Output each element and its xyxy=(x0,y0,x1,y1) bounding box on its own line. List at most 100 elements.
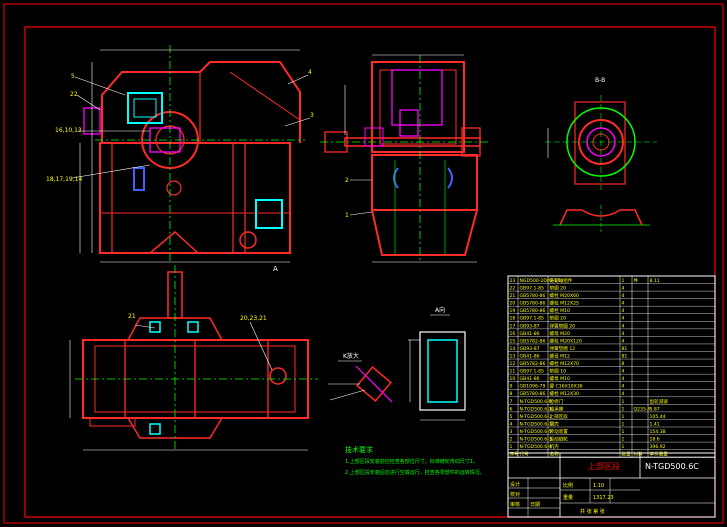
table-cell: GB41-86 xyxy=(520,353,540,359)
table-cell: 螺栓 M20X60 xyxy=(550,292,580,299)
table-cell: 检修门 xyxy=(550,398,564,405)
table-cell: 8.11 xyxy=(650,278,660,284)
table-cell: 4 xyxy=(622,384,625,390)
detail-a-title: A向 xyxy=(435,306,445,314)
table-cell: 396.92 xyxy=(650,444,666,450)
front-housing xyxy=(101,61,301,143)
table-header-cell: 名称 xyxy=(550,451,560,458)
table-cell: 23 xyxy=(510,278,516,284)
table-cell: 13 xyxy=(510,353,516,359)
title-label-sheet: 共 张 第 张 xyxy=(580,508,605,515)
table-cell: 链轮轴组件 xyxy=(550,277,573,284)
table-cell: 16 xyxy=(510,331,516,337)
table-cell: GB5782-86 xyxy=(520,361,546,367)
title-part-name: 上部区段 xyxy=(588,461,620,471)
table-cell: GB5782-86 xyxy=(520,338,546,344)
arrow-a-label: A xyxy=(273,265,278,273)
table-cell: 4 xyxy=(622,331,625,337)
table-cell: 4 xyxy=(622,316,625,322)
callout-18-17-19-14: 18,17,19,14 xyxy=(46,176,82,183)
table-cell: 机壳 xyxy=(550,443,560,450)
table-cell: 4 xyxy=(622,369,625,375)
detail-a-outer xyxy=(419,331,466,411)
table-cell: 5.87 xyxy=(650,406,660,412)
table-cell: 12 xyxy=(510,361,516,367)
table-cell: 螺母 M10 xyxy=(550,375,571,382)
inner-frame xyxy=(24,26,716,518)
table-cell: 5 xyxy=(510,414,513,420)
table-cell: 8 xyxy=(622,361,625,367)
table-cell: N-TGD500.6-1 xyxy=(520,414,552,420)
table-cell: 键 C16X10X36 xyxy=(550,383,583,390)
table-cell: 105.44 xyxy=(650,414,666,420)
table-cell: 4 xyxy=(622,376,625,382)
title-label-design: 设计 xyxy=(510,481,520,488)
callout-5: 5 xyxy=(71,73,75,80)
table-cell: 1 xyxy=(622,437,625,443)
title-label-date: 日期 xyxy=(530,502,540,508)
table-cell: 4 xyxy=(510,421,513,427)
side-lower-box xyxy=(371,154,478,211)
table-cell: GB93-87 xyxy=(520,323,540,329)
technical-notes: 技术要求 1.上部区段安装前应检查各部位尺寸，标准链轮传动尺寸1。 2.上部区段… xyxy=(345,445,485,476)
table-header-cell: 单件重量 xyxy=(650,451,669,458)
callout-21: 21 xyxy=(128,313,136,320)
detail-a-view: A向 xyxy=(408,306,466,421)
table-cell: GB97.1-85 xyxy=(520,369,545,375)
section-bb-title: B-B xyxy=(595,77,605,84)
table-cell: 螺母 M12 xyxy=(550,352,571,359)
table-cell: 14 xyxy=(510,346,516,352)
table-cell: 4 xyxy=(622,323,625,329)
table-cell: 螺栓 M20X120 xyxy=(550,337,582,344)
table-cell: 件 xyxy=(634,277,639,284)
title-weight: 1317.23 xyxy=(593,495,614,501)
table-cell: 1 xyxy=(622,414,625,420)
table-cell: 154.38 xyxy=(650,429,666,435)
table-cell: GB41-86 xyxy=(520,331,540,337)
table-cell: 21 xyxy=(510,293,516,299)
detail-k-title: K放大 xyxy=(343,352,359,360)
table-header-cell: 数量 xyxy=(622,451,632,458)
table-cell: 垫圈 20 xyxy=(550,315,567,322)
table-cell: 螺母 M20 xyxy=(550,330,571,337)
front-motor xyxy=(127,92,163,124)
table-cell: 2 xyxy=(510,437,513,443)
table-header-cell: 序号 xyxy=(510,451,520,458)
table-cell: 弹簧垫圈 12 xyxy=(550,345,576,352)
title-drawing-no: N-TGD500.6C xyxy=(645,462,699,471)
table-cell: 17 xyxy=(510,323,516,329)
title-label-approve: 审核 xyxy=(510,501,520,508)
detail-k-view: K放大 xyxy=(328,352,393,403)
callout-3: 3 xyxy=(310,112,314,119)
front-view: 5 22 16,10,13 18,17,19,14 4 3 A xyxy=(46,45,314,273)
notes-line-2: 2.上部区段安装后应进行空载运行，检查各零部件的运转情况。 xyxy=(345,469,485,476)
table-cell: 罩壳 xyxy=(550,420,560,427)
table-cell: 1 xyxy=(622,429,625,435)
callout-22: 22 xyxy=(70,91,78,98)
table-cell: 弹簧垫圈 20 xyxy=(550,322,576,329)
side-upper-box xyxy=(371,61,465,153)
table-cell: N-TGD500.6-4 xyxy=(520,444,552,450)
table-cell: 18.6 xyxy=(650,437,660,443)
table-cell: 1.41 xyxy=(650,421,660,427)
table-cell: 1 xyxy=(510,444,513,450)
table-cell: 19 xyxy=(510,308,516,314)
table-cell: GB97.1-85 xyxy=(520,286,545,292)
table-cell: 1 xyxy=(622,399,625,405)
table-cell: N-TGD500.6-5 xyxy=(520,429,552,435)
table-cell: 4 xyxy=(622,293,625,299)
table-cell: N-TGD500.6-2 xyxy=(520,406,552,412)
table-cell: GB5780-86 xyxy=(520,308,546,314)
table-cell: 螺栓 M12X70 xyxy=(550,360,580,367)
table-cell: 1 xyxy=(622,406,625,412)
table-cell: 81 xyxy=(622,346,628,352)
front-body xyxy=(99,142,291,254)
table-cell: 9 xyxy=(510,384,513,390)
table-cell: 18 xyxy=(510,316,516,322)
title-label-scale: 比例 xyxy=(563,482,573,489)
table-cell: Q235-A xyxy=(634,406,652,412)
table-cell: 8 xyxy=(510,391,513,397)
table-cell: GB93-87 xyxy=(520,346,540,352)
